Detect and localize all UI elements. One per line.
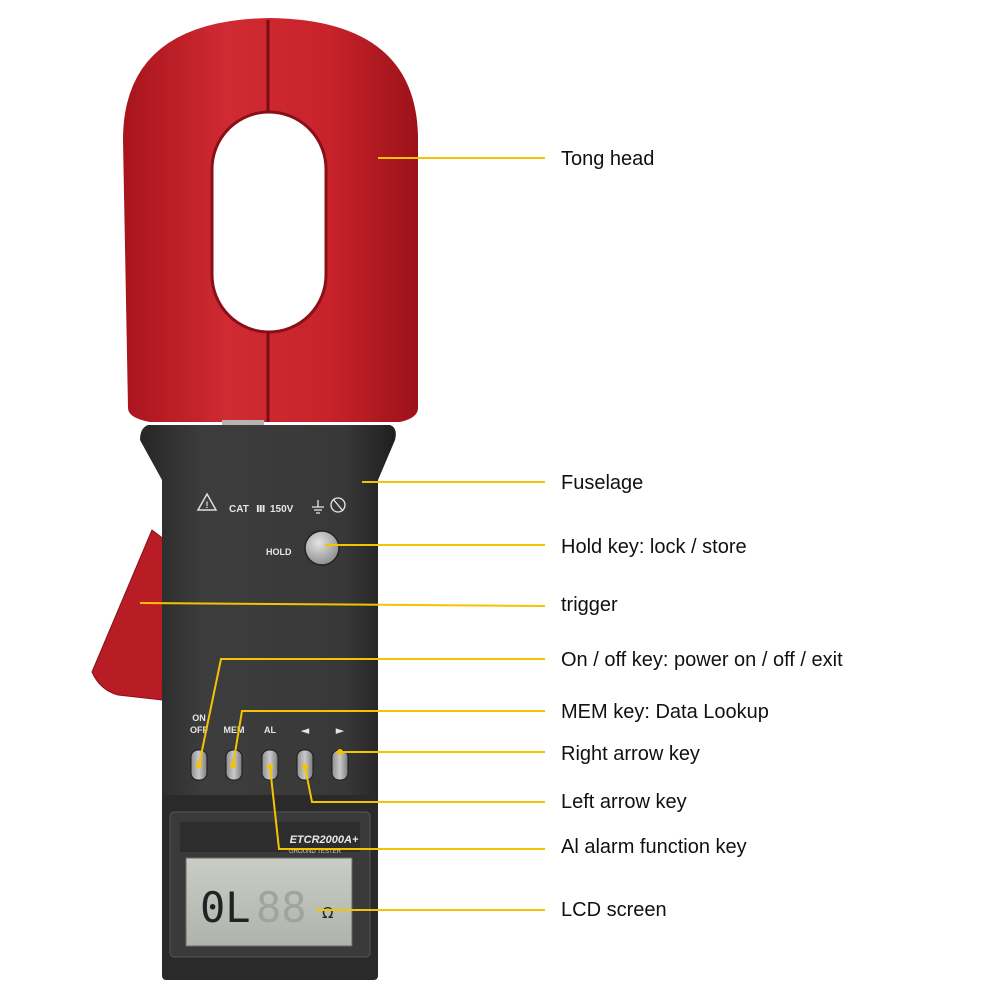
svg-text:!: ! <box>206 500 209 510</box>
lcd-ghost-digits: 88 <box>256 883 307 932</box>
leader-dots <box>196 749 343 770</box>
cat-label: CAT <box>229 504 249 515</box>
lcd-window: ETCR2000A+ GROUND TESTER 0L 88 Ω <box>169 811 371 958</box>
callout-left-arrow: Left arrow key <box>561 791 687 813</box>
leader-al <box>269 766 545 850</box>
mem-key-label: MEM <box>224 725 245 735</box>
off-key-label: OFF <box>190 725 208 735</box>
hold-key-label: HOLD <box>266 547 292 557</box>
leader-lines <box>139 157 546 911</box>
no-touch-icon <box>330 497 346 513</box>
model-sub-label: GROUND TESTER <box>289 849 342 855</box>
callout-onoff-key: On / off key: power on / off / exit <box>561 649 843 671</box>
left-key-label: ◄ <box>301 724 310 737</box>
leader-mem <box>232 710 545 766</box>
tong-head <box>123 18 418 432</box>
lcd-reading: 0L <box>200 883 251 932</box>
callout-mem-key: MEM key: Data Lookup <box>561 701 769 723</box>
callout-trigger: trigger <box>561 594 618 616</box>
right-key-label: ► <box>336 724 345 737</box>
callout-fuselage: Fuselage <box>561 472 644 494</box>
callout-hold-key: Hold key: lock / store <box>561 536 747 558</box>
lcd-unit: Ω <box>322 904 333 922</box>
cat-level: Ⅲ <box>256 504 265 515</box>
callout-al-key: Al alarm function key <box>561 836 747 858</box>
leader-left <box>304 766 545 803</box>
trigger <box>91 529 166 701</box>
callout-tong-head: Tong head <box>561 148 655 170</box>
callout-right-arrow: Right arrow key <box>561 743 700 765</box>
lcd-screen <box>185 857 353 947</box>
leader-trigger <box>139 602 546 607</box>
hold-key[interactable] <box>304 530 340 566</box>
on-key-label: ON <box>192 713 206 723</box>
warning-icon <box>196 492 218 511</box>
al-key-label: AL <box>264 725 276 735</box>
ground-icon <box>312 500 324 514</box>
model-label: ETCR2000A+ <box>290 834 359 846</box>
callout-lcd: LCD screen <box>561 899 667 921</box>
safety-marking: ! CAT Ⅲ 150V <box>196 492 346 515</box>
leader-onoff <box>198 658 545 766</box>
voltage-label: 150V <box>270 504 294 515</box>
